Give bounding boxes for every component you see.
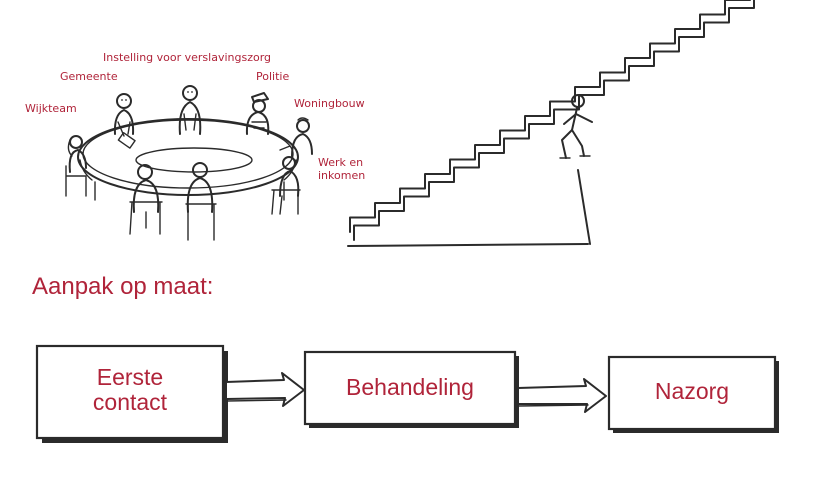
step-box-treatment: Behandeling bbox=[303, 350, 519, 428]
heading: Aanpak op maat: bbox=[32, 273, 213, 300]
label-municipality: Gemeente bbox=[60, 70, 118, 83]
arrow-2 bbox=[517, 378, 607, 413]
label-police: Politie bbox=[256, 70, 289, 83]
label-housing: Woningbouw bbox=[294, 97, 365, 110]
person-municipality bbox=[178, 85, 202, 135]
label-institution: Instelling voor verslavingszorg bbox=[103, 51, 271, 64]
round-table-illustration: Instelling voor verslavingszorg Gemeente… bbox=[25, 51, 365, 241]
step-box-first-contact: Eerste contact bbox=[35, 344, 228, 443]
person-police bbox=[245, 92, 270, 135]
step-box-aftercare: Nazorg bbox=[607, 355, 779, 433]
person-front-left bbox=[129, 164, 163, 235]
person-front-center bbox=[185, 162, 217, 241]
climbing-person bbox=[559, 94, 593, 159]
arrow-1 bbox=[225, 372, 305, 407]
person-work-income bbox=[271, 156, 301, 215]
label-work-income-line2: inkomen bbox=[318, 169, 365, 182]
step-treatment: Behandeling bbox=[346, 374, 474, 400]
step-aftercare: Nazorg bbox=[655, 378, 729, 404]
process-flow: Eerste contact Behandeling Nazorg bbox=[35, 344, 779, 443]
person-institution bbox=[113, 93, 136, 149]
step-first-contact-line2: contact bbox=[93, 389, 168, 415]
label-neighborhood-team: Wijkteam bbox=[25, 102, 77, 115]
stairs-base bbox=[347, 169, 591, 247]
person-housing bbox=[279, 117, 313, 157]
staircase-illustration bbox=[347, 0, 755, 247]
stairs-shadow bbox=[353, 0, 755, 241]
stairs-outline bbox=[349, 0, 751, 233]
label-work-income-line1: Werk en bbox=[318, 156, 363, 169]
step-first-contact-line1: Eerste bbox=[97, 364, 163, 390]
person-neighborhood-team bbox=[65, 135, 87, 197]
